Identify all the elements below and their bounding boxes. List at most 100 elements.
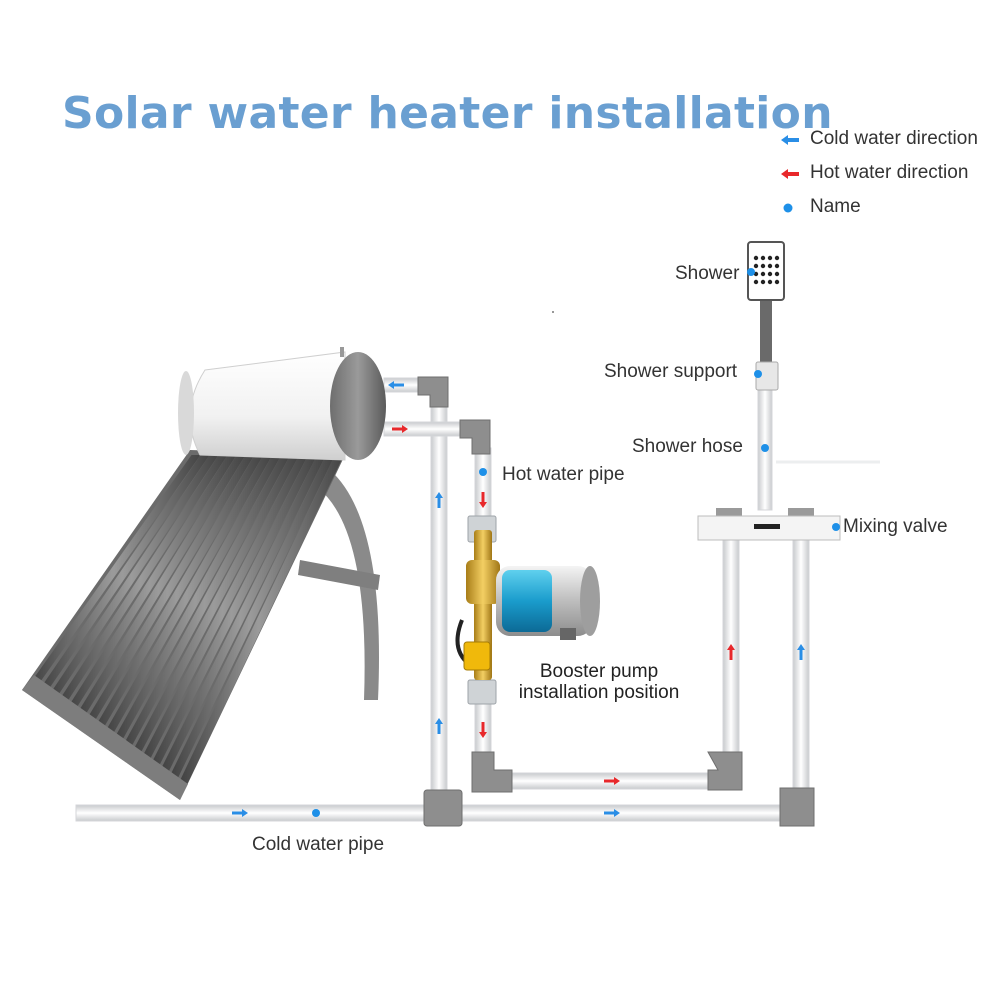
- shower-nozzle: [774, 263, 780, 269]
- water-tank-cap: [330, 352, 386, 460]
- legend-cold-label: Cold water direction: [810, 128, 978, 149]
- hot-flow-arrow: [479, 492, 487, 508]
- vacuum-tube: [138, 457, 307, 765]
- vacuum-tube: [44, 455, 219, 703]
- valve-slot: [754, 524, 780, 529]
- shower-nozzle: [767, 279, 773, 285]
- label-shower-hose: Shower hose: [632, 436, 743, 457]
- shower-nozzle: [774, 255, 780, 261]
- flow-switch: [463, 641, 491, 671]
- stand-brace: [298, 560, 380, 590]
- shower-nozzle: [753, 263, 759, 269]
- label-shower: Shower: [675, 263, 740, 284]
- elbow-hot-bottom: [471, 751, 513, 793]
- shower-nozzle: [767, 263, 773, 269]
- water-tank-body: [189, 351, 346, 461]
- vacuum-tube: [128, 457, 299, 759]
- cold-flow-arrow: [797, 644, 805, 660]
- cold-flow-arrow: [604, 809, 620, 817]
- name-dot: [832, 523, 840, 531]
- pump-end-cap: [580, 566, 600, 636]
- shower-nozzle: [774, 271, 780, 277]
- pump-union-bottom: [467, 679, 497, 705]
- elbow-cold-riser: [779, 787, 815, 827]
- vacuum-tube: [34, 455, 210, 697]
- shower-nozzle: [760, 279, 766, 285]
- shower-support-rod: [760, 300, 772, 372]
- vacuum-tube: [63, 455, 236, 715]
- name-dot: [747, 268, 755, 276]
- label-shower-support: Shower support: [604, 361, 738, 382]
- shower-nozzle: [767, 255, 773, 261]
- elbow-hot-riser: [707, 751, 743, 791]
- label-cold-water-pipe: Cold water pipe: [252, 834, 385, 855]
- shower-nozzle: [753, 279, 759, 285]
- booster-line-2: installation position: [518, 682, 680, 703]
- legend-hot-label: Hot water direction: [810, 162, 969, 183]
- shower-nozzle: [774, 279, 780, 285]
- booster-pump: [455, 530, 600, 680]
- collector-bottom-rail: [22, 675, 188, 800]
- shower-nozzle: [767, 271, 773, 277]
- tee-cold-main: [423, 789, 463, 827]
- cold-riser-to-valve: [792, 539, 810, 791]
- booster-line-1: Booster pump: [539, 661, 659, 682]
- pump-brass-housing: [466, 560, 500, 604]
- vacuum-tube: [175, 458, 343, 790]
- cold-flow-arrow: [435, 492, 443, 508]
- cold-arrow-icon: [781, 135, 799, 145]
- vacuum-tube: [100, 456, 272, 740]
- hot-flow-arrow: [727, 644, 735, 660]
- shower-graphic: [747, 241, 785, 391]
- shower-nozzle: [760, 271, 766, 277]
- vacuum-tube: [25, 455, 201, 690]
- tank-vent: [340, 347, 344, 357]
- solar-water-heater: [22, 347, 386, 800]
- shower-nozzle: [753, 271, 759, 277]
- hot-flow-arrow: [392, 425, 408, 433]
- elbow-tank-cold: [417, 376, 449, 408]
- flow-markers: [232, 268, 840, 817]
- vacuum-tube: [147, 457, 316, 772]
- label-booster-pump: Booster pump installation position: [506, 661, 692, 703]
- label-hot-water-pipe: Hot water pipe: [502, 464, 625, 485]
- mixing-valve-graphic: [697, 508, 841, 541]
- name-dot: [754, 370, 762, 378]
- stray-dot: [552, 311, 554, 313]
- cold-water-pipe-left: [75, 804, 437, 822]
- legend-name-label: Name: [810, 196, 861, 217]
- valve-knob-left: [716, 508, 742, 518]
- vacuum-tubes: [25, 455, 343, 790]
- hot-flow-arrow: [479, 722, 487, 738]
- valve-knob-right: [788, 508, 814, 518]
- name-dot: [479, 468, 487, 476]
- water-tank-end: [178, 371, 194, 455]
- shower-nozzle: [753, 255, 759, 261]
- label-mixing-valve: Mixing valve: [843, 516, 948, 537]
- vacuum-tube: [166, 457, 334, 784]
- vacuum-tube: [81, 456, 254, 728]
- name-dot: [312, 809, 320, 817]
- cold-feed-riser: [430, 397, 448, 797]
- pump-blue-label: [502, 570, 552, 632]
- name-dot-icon: [783, 203, 793, 213]
- hot-water-pipe-upper: [474, 447, 492, 521]
- page-title: Solar water heater installation: [62, 88, 833, 139]
- vacuum-tube: [53, 455, 228, 709]
- elbow-tank-hot: [459, 419, 491, 455]
- vacuum-tube: [72, 455, 245, 722]
- pump-foot: [560, 628, 576, 640]
- cold-flow-arrow: [232, 809, 248, 817]
- vacuum-tube: [109, 456, 281, 747]
- hot-flow-arrow: [604, 777, 620, 785]
- vacuum-tube: [156, 457, 325, 778]
- shower-nozzle: [760, 263, 766, 269]
- hot-arrow-icon: [781, 169, 799, 179]
- cold-flow-arrow: [388, 381, 404, 389]
- shower-nozzles: [753, 255, 780, 285]
- vacuum-tube: [91, 456, 263, 734]
- name-dot: [761, 444, 769, 452]
- vacuum-tube: [119, 456, 290, 753]
